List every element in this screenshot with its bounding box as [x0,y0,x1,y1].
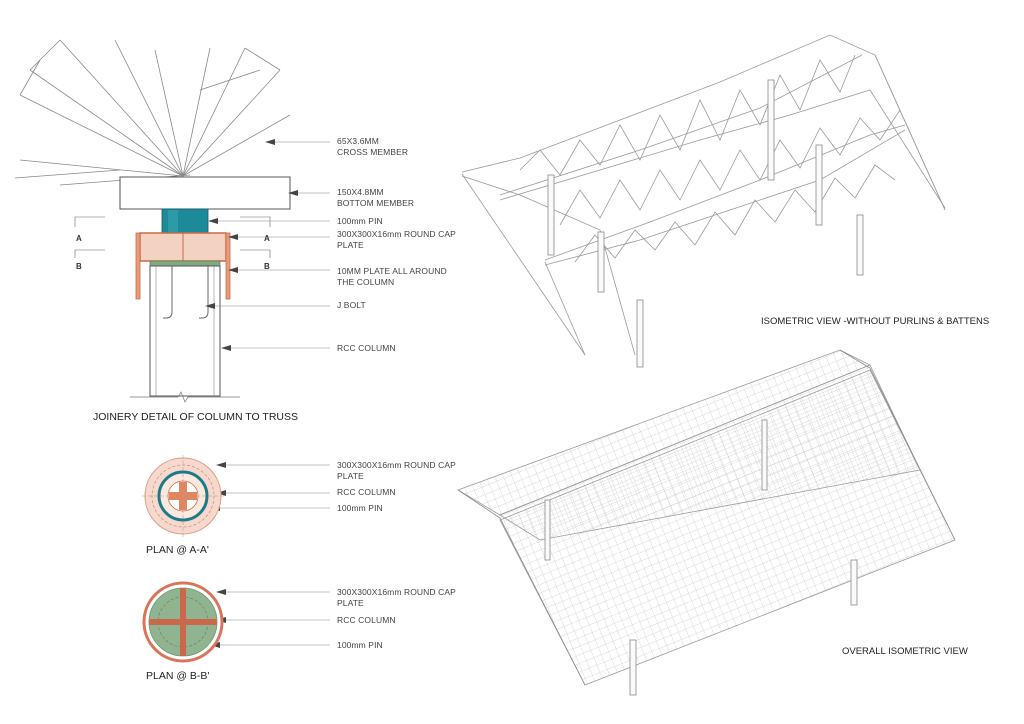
j-bolt-left [163,266,173,319]
joinery-detail-title: JOINERY DETAIL OF COLUMN TO TRUSS [93,411,298,423]
section-mark-a-right: A [264,234,270,243]
plan-b-label-pin: 100mm PIN [337,640,383,650]
section-mark-b-left: B [76,262,82,271]
leader-lines [210,141,330,646]
section-mark-a-left: A [76,234,82,243]
plan-b-title: PLAN @ B-B' [146,670,210,682]
section-mark-lines [74,216,271,258]
section-mark-b-right: B [264,262,270,271]
label-pin: 100mm PIN [337,216,383,226]
plan-a-title: PLAN @ A-A' [146,544,209,556]
overall-isometric-title: OVERALL ISOMETRIC VIEW [842,646,968,657]
plan-b-drawing [142,581,224,663]
j-bolt-right [199,266,209,319]
plan-b-label-rcc-column: RCC COLUMN [337,615,396,625]
label-j-bolt: J BOLT [337,300,366,310]
label-rcc-column: RCC COLUMN [337,343,396,353]
plan-a-label-rcc-column: RCC COLUMN [337,487,396,497]
side-plate-left [135,232,141,300]
plan-a-label-pin: 100mm PIN [337,503,383,513]
isometric-truss-title: ISOMETRIC VIEW -WITHOUT PURLINS & BATTEN… [761,316,990,327]
side-plate-right [225,232,231,300]
plan-a-drawing [142,455,224,537]
